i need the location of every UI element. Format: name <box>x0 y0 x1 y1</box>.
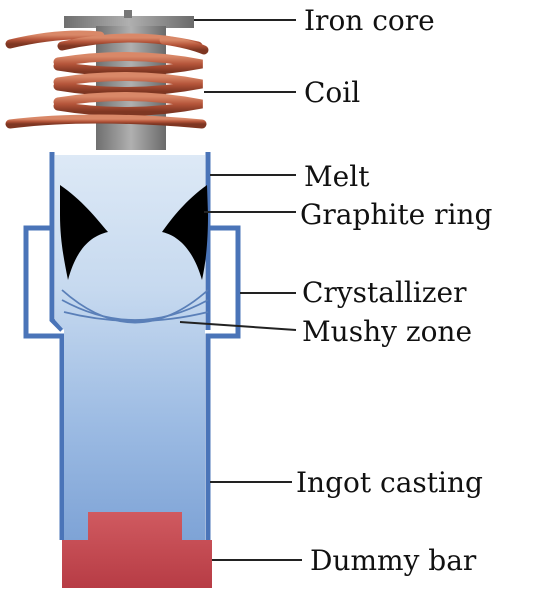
melt <box>55 155 205 540</box>
leader-mushy-zone <box>179 321 297 331</box>
leader-lines <box>179 19 302 561</box>
label-melt: Melt <box>304 160 370 193</box>
coil <box>5 30 209 129</box>
label-iron-core: Iron core <box>304 4 435 37</box>
label-ingot-casting: Ingot casting <box>296 466 483 499</box>
label-dummy-bar: Dummy bar <box>310 544 477 577</box>
label-graphite-ring: Graphite ring <box>300 198 492 231</box>
label-crystallizer: Crystallizer <box>302 276 467 309</box>
label-coil: Coil <box>304 76 360 109</box>
dummy-bar <box>62 512 212 588</box>
graphite-ring <box>60 185 208 280</box>
mushy-zone <box>61 289 209 324</box>
label-mushy-zone: Mushy zone <box>302 315 472 348</box>
